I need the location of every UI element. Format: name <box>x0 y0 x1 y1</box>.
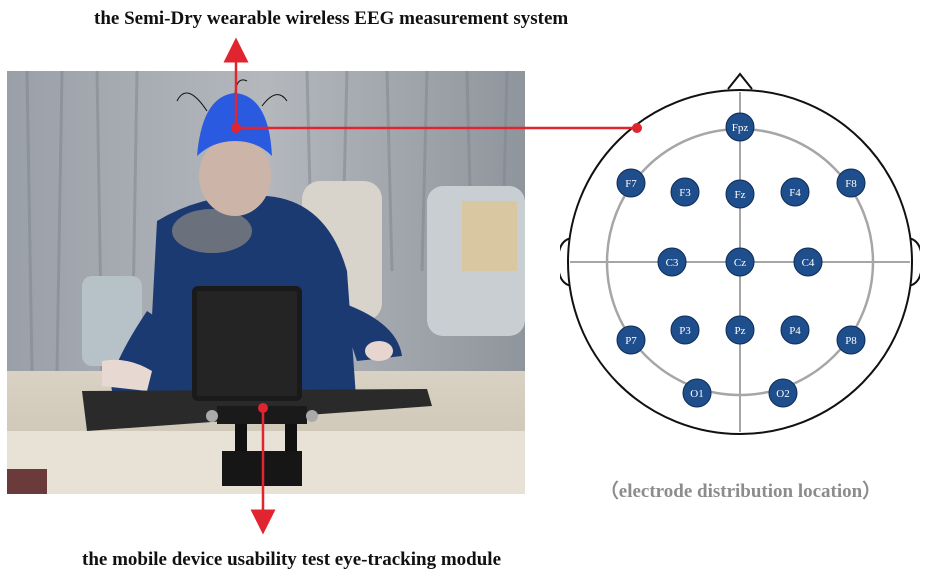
electrode-c3: C3 <box>657 247 687 277</box>
electrode-label: F4 <box>789 187 801 199</box>
electrode-pz: Pz <box>725 315 755 345</box>
electrode-dot <box>836 325 866 355</box>
electrode-dot <box>616 325 646 355</box>
electrode-label: Fz <box>735 189 746 201</box>
electrode-dot <box>780 315 810 345</box>
electrode-distribution-caption: （electrode distribution location） <box>599 481 882 502</box>
electrode-dot <box>670 177 700 207</box>
electrode-label: O1 <box>690 388 703 400</box>
electrode-dot <box>836 168 866 198</box>
electrode-f8: F8 <box>836 168 866 198</box>
electrode-dot <box>616 168 646 198</box>
electrode-cz: Cz <box>725 247 755 277</box>
participant-photo <box>7 71 525 494</box>
electrode-label: C4 <box>802 257 815 269</box>
eye-tracking-caption: the mobile device usability test eye-tra… <box>82 549 502 570</box>
electrode-label: P8 <box>845 335 857 347</box>
electrode-c4: C4 <box>793 247 823 277</box>
electrode-p4: P4 <box>780 315 810 345</box>
electrode-f4: F4 <box>780 177 810 207</box>
electrode-o1: O1 <box>682 378 712 408</box>
electrode-label: F7 <box>625 178 637 190</box>
electrode-dot <box>682 378 712 408</box>
electrode-label: O2 <box>776 388 789 400</box>
electrode-dot <box>725 179 755 209</box>
electrode-label: P7 <box>625 335 637 347</box>
electrode-dot <box>670 315 700 345</box>
electrode-p8: P8 <box>836 325 866 355</box>
electrode-dot <box>780 177 810 207</box>
electrode-label: Fpz <box>732 122 749 134</box>
electrode-label: Pz <box>735 325 746 337</box>
electrode-f7: F7 <box>616 168 646 198</box>
electrode-dot <box>725 247 755 277</box>
electrode-p3: P3 <box>670 315 700 345</box>
electrode-dot <box>725 112 755 142</box>
electrode-label: F8 <box>845 178 857 190</box>
electrode-f3: F3 <box>670 177 700 207</box>
electrode-dot <box>768 378 798 408</box>
electrode-dot <box>657 247 687 277</box>
electrode-label: P4 <box>789 325 801 337</box>
electrode-dot <box>725 315 755 345</box>
electrode-label: Cz <box>734 257 746 269</box>
electrode-o2: O2 <box>768 378 798 408</box>
electrode-label: C3 <box>666 257 679 269</box>
nose-marker <box>727 72 753 90</box>
electrode-p7: P7 <box>616 325 646 355</box>
eeg-system-caption: the Semi-Dry wearable wireless EEG measu… <box>94 8 569 29</box>
electrode-fpz: Fpz <box>725 112 755 142</box>
electrode-dot <box>793 247 823 277</box>
electrode-fz: Fz <box>725 179 755 209</box>
electrode-label: F3 <box>679 187 691 199</box>
electrode-label: P3 <box>679 325 691 337</box>
